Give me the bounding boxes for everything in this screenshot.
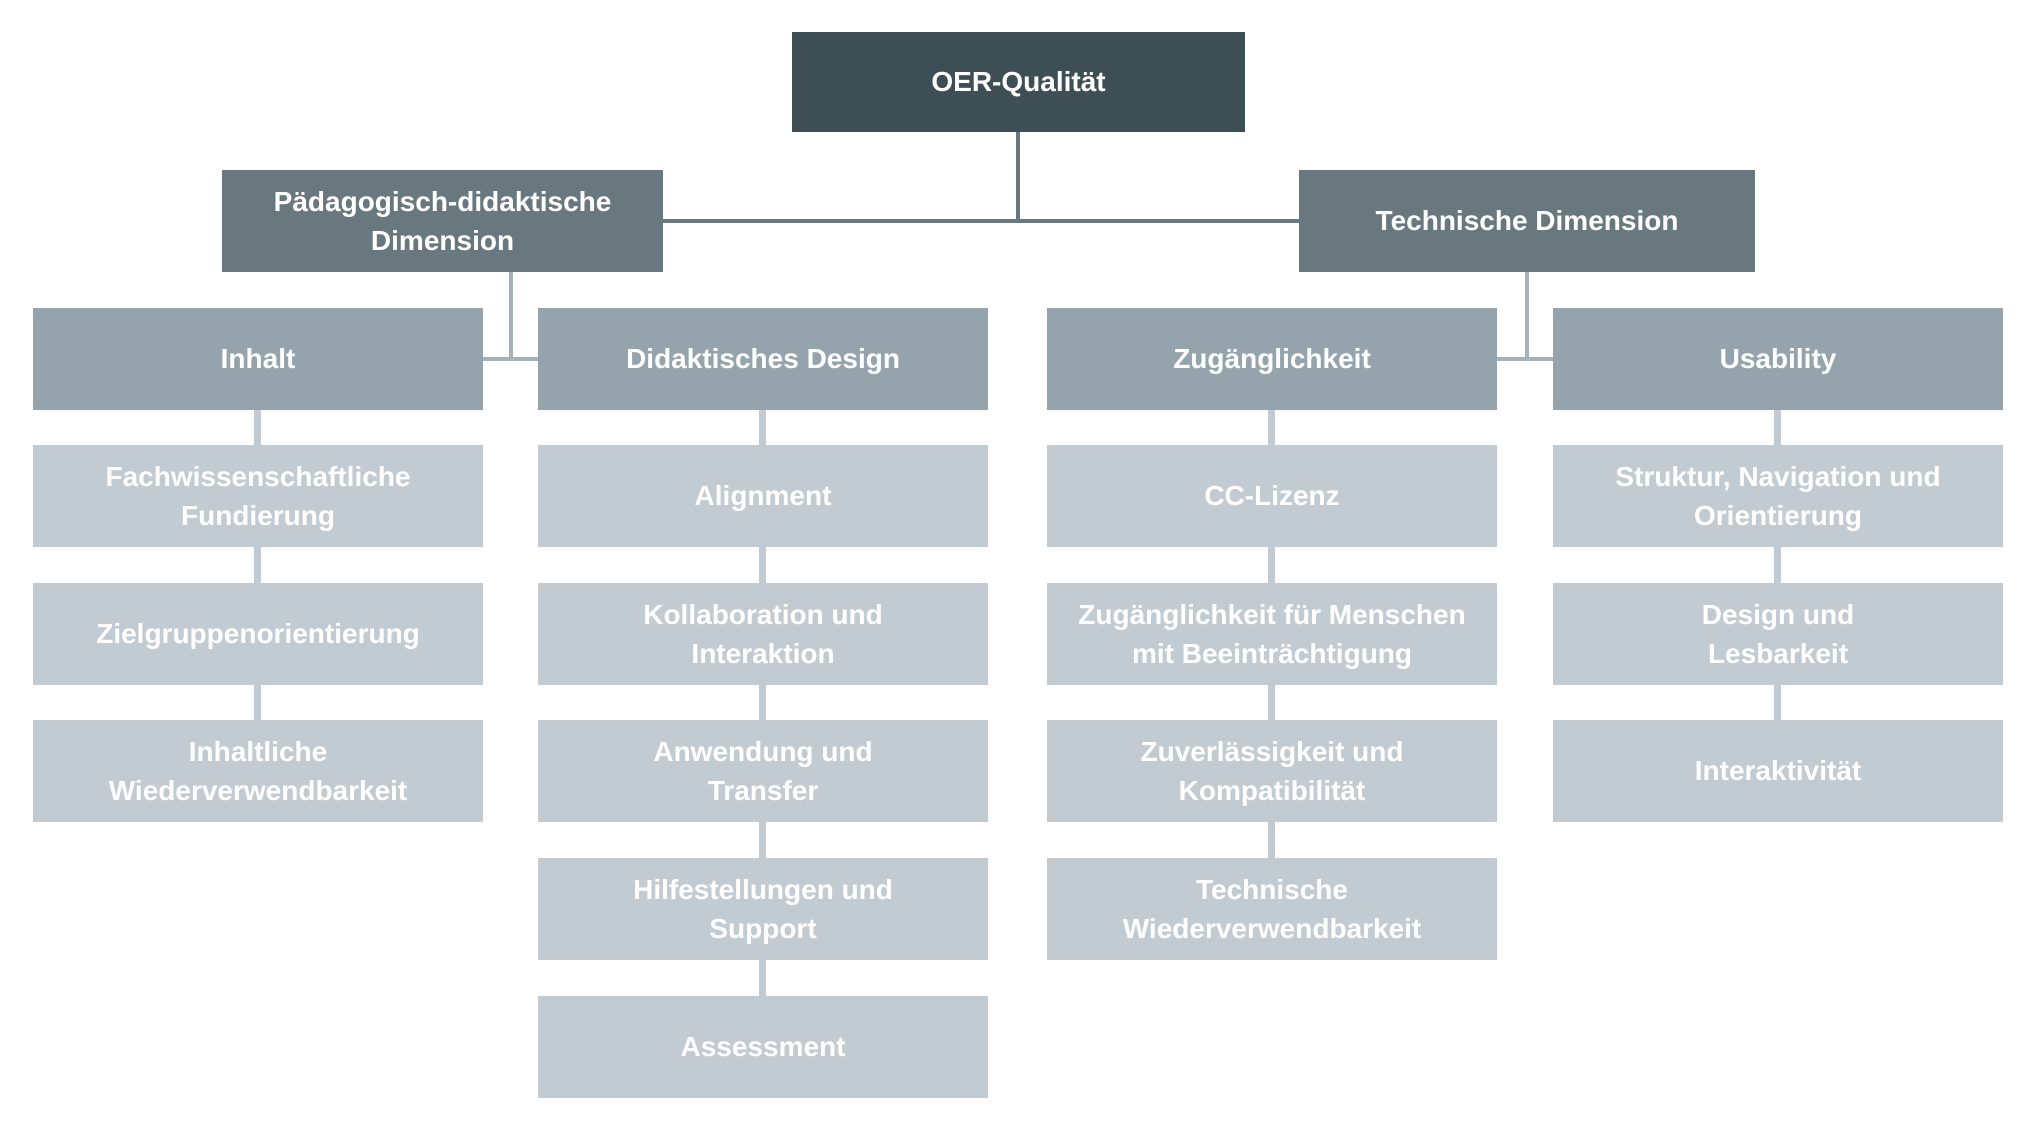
node-item-struktur-navigation-orientierung: Struktur, Navigation und Orientierung <box>1553 445 2003 547</box>
node-item-hilfestellungen-support: Hilfestellungen und Support <box>538 858 988 960</box>
node-item-interaktivitaet: Interaktivität <box>1553 720 2003 822</box>
node-category-didaktisches-design: Didaktisches Design <box>538 308 988 410</box>
connector-col3-seg4 <box>1268 820 1275 860</box>
node-dimension-paedagogisch-didaktisch: Pädagogisch-didaktische Dimension <box>222 170 663 272</box>
connector-col4-seg2 <box>1774 545 1781 585</box>
connector-technisch-crossbar <box>1497 357 1553 361</box>
connector-paedagogisch-stem <box>509 272 513 361</box>
node-category-zugaenglichkeit: Zugänglichkeit <box>1047 308 1497 410</box>
connector-col3-seg3 <box>1268 683 1275 722</box>
node-item-alignment: Alignment <box>538 445 988 547</box>
connector-level1-crossbar <box>663 219 1299 223</box>
node-item-zielgruppenorientierung: Zielgruppenorientierung <box>33 583 483 685</box>
node-item-design-lesbarkeit: Design und Lesbarkeit <box>1553 583 2003 685</box>
node-item-zugaenglichkeit-beeintraechtigung: Zugänglichkeit für Menschen mit Beeinträ… <box>1047 583 1497 685</box>
node-item-assessment: Assessment <box>538 996 988 1098</box>
connector-col1-seg3 <box>254 683 261 722</box>
node-item-anwendung-transfer: Anwendung und Transfer <box>538 720 988 822</box>
connector-col2-seg5 <box>759 958 766 998</box>
connector-col2-seg4 <box>759 820 766 860</box>
node-oer-qualitaet: OER-Qualität <box>792 32 1245 132</box>
connector-col4-seg1 <box>1774 408 1781 447</box>
connector-col1-seg1 <box>254 408 261 447</box>
connector-col2-seg1 <box>759 408 766 447</box>
node-item-technische-wiederverwendbarkeit: Technische Wiederverwendbarkeit <box>1047 858 1497 960</box>
node-category-usability: Usability <box>1553 308 2003 410</box>
connector-col2-seg3 <box>759 683 766 722</box>
node-dimension-technisch: Technische Dimension <box>1299 170 1755 272</box>
node-item-zuverlaessigkeit-kompatibilitaet: Zuverlässigkeit und Kompatibilität <box>1047 720 1497 822</box>
connector-paedagogisch-crossbar <box>483 357 538 361</box>
connector-col4-seg3 <box>1774 683 1781 722</box>
node-item-cc-lizenz: CC-Lizenz <box>1047 445 1497 547</box>
connector-col3-seg1 <box>1268 408 1275 447</box>
node-item-inhaltliche-wiederverwendbarkeit: Inhaltliche Wiederverwendbarkeit <box>33 720 483 822</box>
node-item-fachwissenschaftliche-fundierung: Fachwissenschaftliche Fundierung <box>33 445 483 547</box>
node-item-kollaboration-interaktion: Kollaboration und Interaktion <box>538 583 988 685</box>
connector-root-stem <box>1016 132 1020 223</box>
connector-col2-seg2 <box>759 545 766 585</box>
connector-technisch-stem <box>1525 272 1529 361</box>
connector-col3-seg2 <box>1268 545 1275 585</box>
node-category-inhalt: Inhalt <box>33 308 483 410</box>
connector-col1-seg2 <box>254 545 261 585</box>
